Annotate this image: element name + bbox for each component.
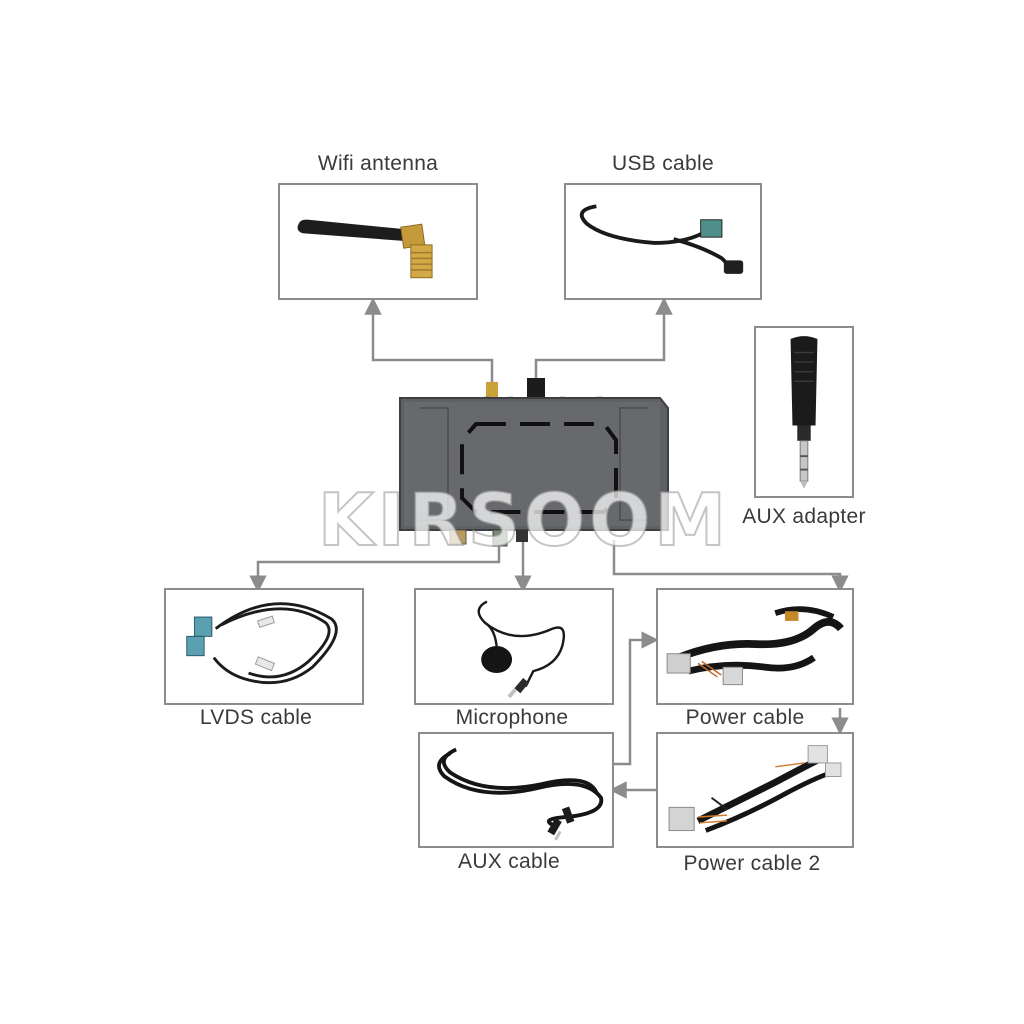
power-cable-2-box <box>656 732 854 848</box>
aux-adapter-box <box>754 326 854 498</box>
line-to-power-cable <box>612 540 849 593</box>
aux-cable-icon <box>437 747 604 841</box>
lvds-cable-icon <box>186 602 338 685</box>
line-aux-to-power-cable <box>612 631 659 766</box>
usb-cable-icon <box>579 204 744 274</box>
usb-port <box>527 378 545 398</box>
svg-text:....: .... <box>540 526 545 531</box>
microphone-label: Microphone <box>455 706 569 729</box>
lvds-cable-label: LVDS cable <box>199 706 313 729</box>
line-to-lvds-cable <box>249 540 501 593</box>
wifi-antenna-icon <box>297 219 433 279</box>
aux-adapter-icon <box>790 336 818 489</box>
aux-adapter-label: AUX adapter <box>742 505 866 528</box>
lvds-port-1 <box>449 529 467 545</box>
aux-cable-label: AUX cable <box>458 850 560 873</box>
watermark: KIRSOOM <box>317 477 730 563</box>
usb-cable-box <box>564 183 762 300</box>
svg-text:....: .... <box>560 393 565 398</box>
svg-text:....: .... <box>446 526 451 531</box>
svg-text:....: .... <box>604 526 609 531</box>
svg-text:....: .... <box>508 393 513 398</box>
lvds-port-2 <box>492 529 508 547</box>
power-cable-2-icon <box>668 745 842 833</box>
usb-cable-label: USB cable <box>612 152 714 175</box>
mic-port <box>516 530 528 542</box>
wifi-antenna-label: Wifi antenna <box>317 152 439 175</box>
lvds-cable-box <box>164 588 364 705</box>
line-to-usb-cable <box>534 297 673 392</box>
power-cable-2-label: Power cable 2 <box>683 852 821 875</box>
power-cable-box <box>656 588 854 705</box>
svg-text:.....: ..... <box>596 393 602 398</box>
wifi-sma-port <box>486 382 498 398</box>
svg-text:.....: ..... <box>488 526 494 531</box>
power-cable-icon <box>666 606 844 686</box>
svg-text:....: .... <box>484 393 489 398</box>
microphone-box <box>414 588 614 705</box>
microphone-icon <box>477 600 566 699</box>
aux-cable-box <box>418 732 614 848</box>
wifi-antenna-box <box>278 183 478 300</box>
svg-text:....: .... <box>568 526 573 531</box>
line-to-wifi-antenna <box>364 297 494 392</box>
power-cable-label: Power cable <box>685 706 805 729</box>
